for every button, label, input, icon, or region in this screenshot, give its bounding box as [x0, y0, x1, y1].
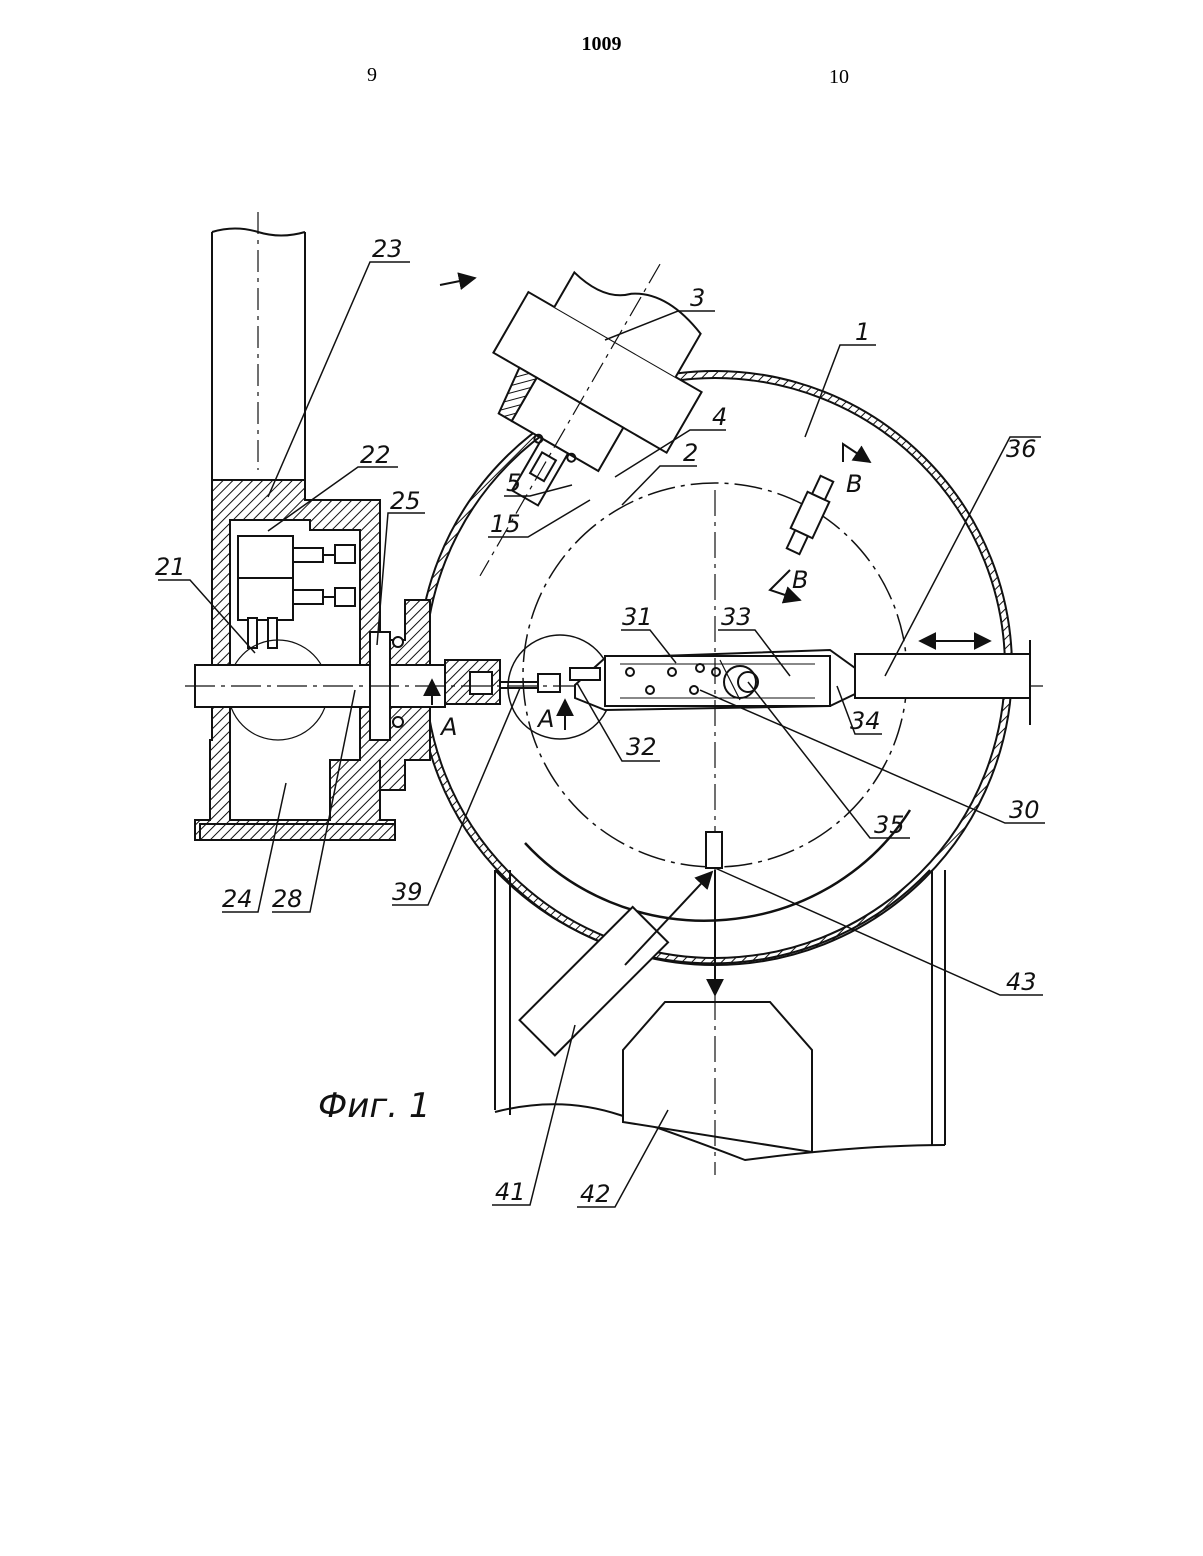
- label-36: 36: [1006, 435, 1037, 463]
- label-34: 34: [850, 707, 881, 735]
- section-mark-a-left: A: [439, 713, 457, 741]
- label-41: 41: [495, 1178, 526, 1206]
- label-24: 24: [222, 885, 253, 913]
- label-23: 23: [372, 235, 403, 263]
- label-15: 15: [490, 510, 521, 538]
- section-mark-b-top: B: [846, 470, 862, 498]
- label-43: 43: [1006, 968, 1037, 996]
- label-3: 3: [690, 284, 705, 312]
- left-pipe: [212, 212, 305, 490]
- figure-caption: Фиг. 1: [318, 1086, 430, 1126]
- label-4: 4: [712, 403, 727, 431]
- label-32: 32: [626, 733, 657, 761]
- label-1: 1: [855, 318, 870, 346]
- label-22: 22: [360, 441, 391, 469]
- label-21: 21: [155, 553, 186, 581]
- label-2: 2: [683, 439, 698, 467]
- left-housing: [195, 480, 430, 840]
- label-31: 31: [622, 603, 653, 631]
- label-42: 42: [580, 1180, 611, 1208]
- label-39: 39: [392, 878, 423, 906]
- section-mark-b-bottom: B: [792, 566, 808, 594]
- label-5: 5: [506, 469, 521, 497]
- label-28: 28: [272, 885, 303, 913]
- section-mark-a-right: A: [536, 705, 554, 733]
- label-25: 25: [390, 487, 421, 515]
- label-30: 30: [1009, 796, 1040, 824]
- label-35: 35: [874, 811, 905, 839]
- label-33: 33: [721, 603, 752, 631]
